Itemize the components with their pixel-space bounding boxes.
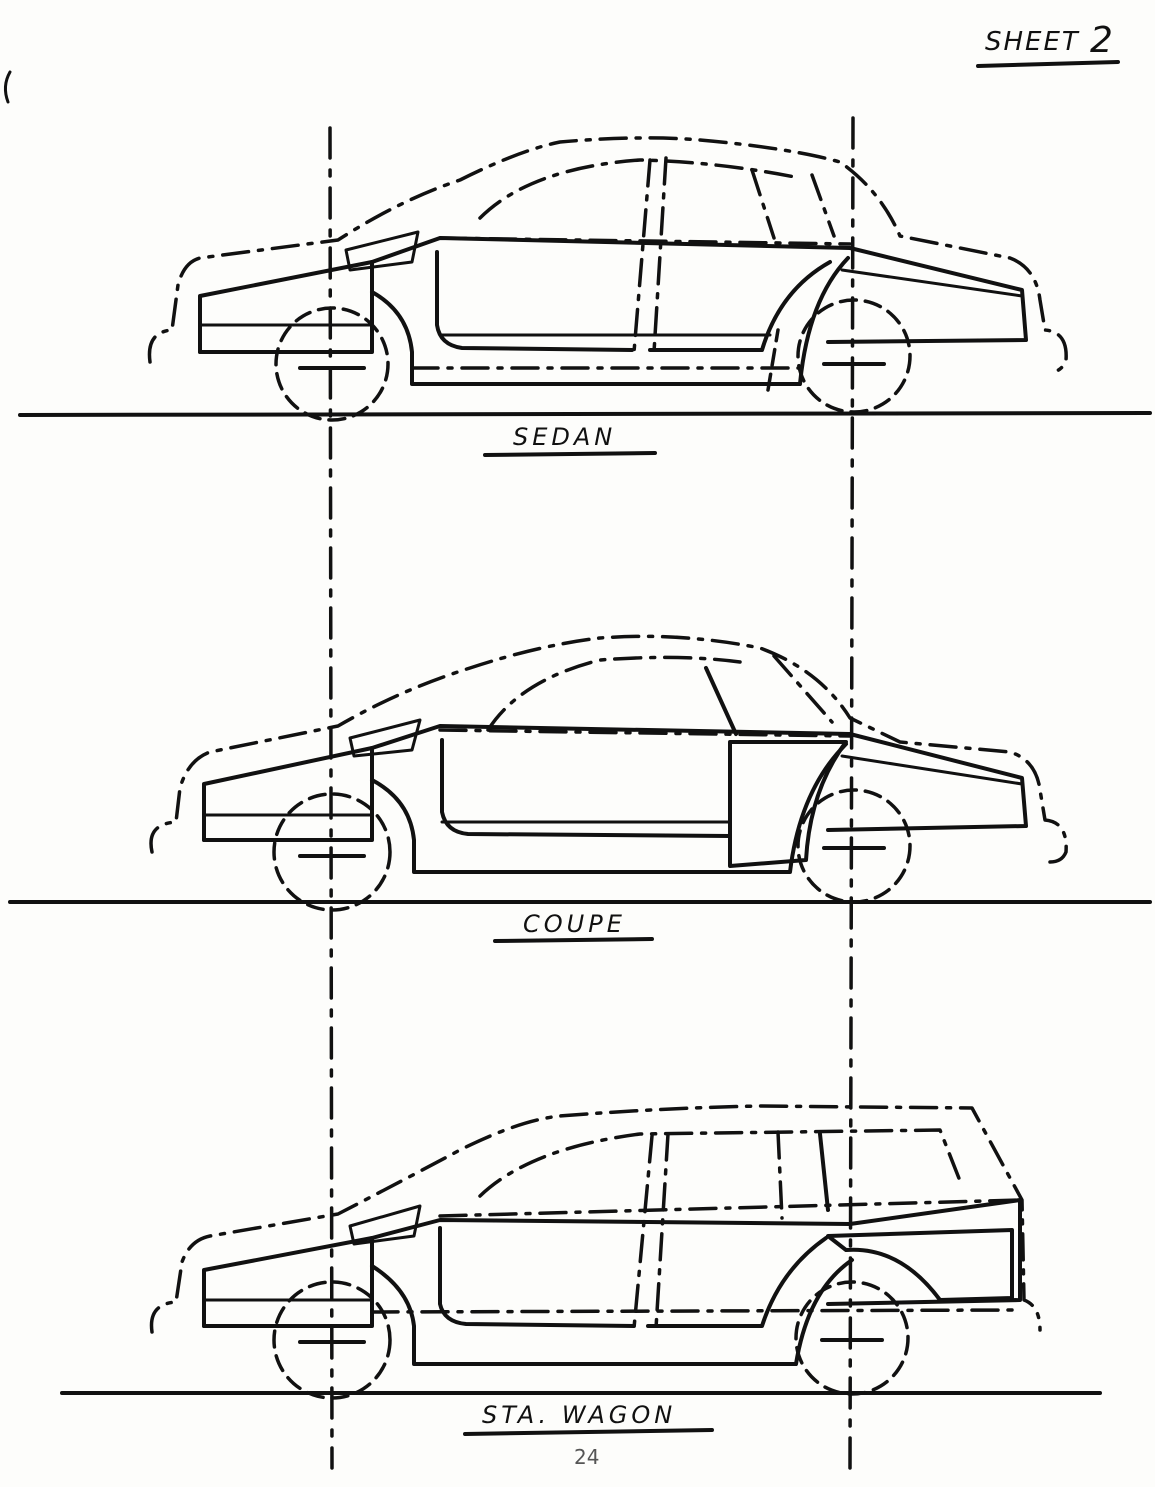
wagon-front-wheel <box>272 1280 392 1400</box>
coupe-front-section <box>202 746 374 842</box>
wagon-label: STA. WAGON <box>482 1401 676 1429</box>
sheet-label: SHEET <box>985 27 1080 57</box>
sedan-body-shell <box>198 236 1028 354</box>
sheet-number: 2 <box>1090 20 1113 61</box>
wagon-roof-line <box>478 1128 964 1198</box>
wagon-cargo-panel-hatched <box>826 1228 1014 1302</box>
coupe-door <box>440 738 732 838</box>
front-axle-centerline <box>328 126 334 1470</box>
sedan-rocker <box>370 256 850 386</box>
sedan-cowl-bracket <box>344 230 420 272</box>
coupe-quarter-panel-hatched <box>728 740 848 868</box>
sedan-label-underline <box>483 451 657 457</box>
coupe-c-pillar <box>704 666 738 736</box>
wagon-cowl-bracket <box>348 1204 422 1246</box>
sedan-c-pillar <box>750 168 776 240</box>
coupe-outer-silhouette <box>149 634 1068 864</box>
wagon-label-underline <box>463 1428 714 1436</box>
sedan-b-pillar-rear <box>652 156 668 354</box>
sedan-rear-wheel <box>796 298 912 414</box>
wagon-sill-line <box>370 1308 1022 1314</box>
wagon-rocker <box>370 1258 854 1366</box>
wagon-rear-wheel <box>794 1280 910 1396</box>
wagon-c-pillar <box>776 1130 784 1220</box>
coupe-rear-rail <box>840 754 1024 786</box>
sedan-front-section <box>198 260 374 354</box>
coupe-rocker <box>370 742 848 874</box>
sedan-rear-glass <box>810 173 836 238</box>
wagon-outer-silhouette <box>149 1104 1042 1334</box>
sedan-front-wheel <box>274 306 390 422</box>
sedan-ground-line <box>18 411 1152 417</box>
wagon-rear-door <box>646 1236 828 1328</box>
coupe-rear-glass <box>772 654 834 724</box>
sheet-header: SHEET 2 <box>976 20 1120 68</box>
coupe-label-underline <box>493 937 654 943</box>
wagon-d-pillar <box>818 1132 830 1212</box>
sedan-rear-arch-detail <box>766 328 780 392</box>
wagon-beltline <box>438 1198 1022 1218</box>
coupe-label: COUPE <box>523 910 626 938</box>
sedan-front-door <box>435 250 634 352</box>
sedan-drawing: SEDAN <box>18 136 1152 457</box>
sedan-beltline <box>438 236 852 246</box>
wagon-drawing: STA. WAGON <box>60 1104 1102 1436</box>
margin-mark <box>3 70 12 104</box>
wagon-b-pillar-front <box>632 1134 654 1330</box>
coupe-drawing: COUPE <box>8 634 1152 943</box>
sedan-rear-rail <box>840 268 1024 298</box>
wagon-front-section <box>202 1236 374 1328</box>
wagon-b-pillar-rear <box>654 1132 670 1330</box>
coupe-rear-wheel <box>796 788 912 904</box>
sedan-roof-line <box>478 158 802 220</box>
coupe-front-wheel <box>272 792 392 912</box>
coupe-cowl-bracket <box>348 718 422 758</box>
sedan-outer-silhouette <box>147 136 1068 374</box>
sedan-b-pillar-front <box>632 158 652 354</box>
coupe-beltline <box>438 728 852 738</box>
coupe-body-shell <box>202 724 1028 842</box>
sedan-label: SEDAN <box>513 423 616 451</box>
coupe-roof-line <box>486 655 742 732</box>
sedan-rear-door <box>648 260 832 352</box>
rear-axle-centerline <box>848 116 855 1472</box>
page-number: 24 <box>574 1445 599 1469</box>
wagon-front-door <box>438 1226 636 1328</box>
sheet-underline <box>976 60 1120 68</box>
